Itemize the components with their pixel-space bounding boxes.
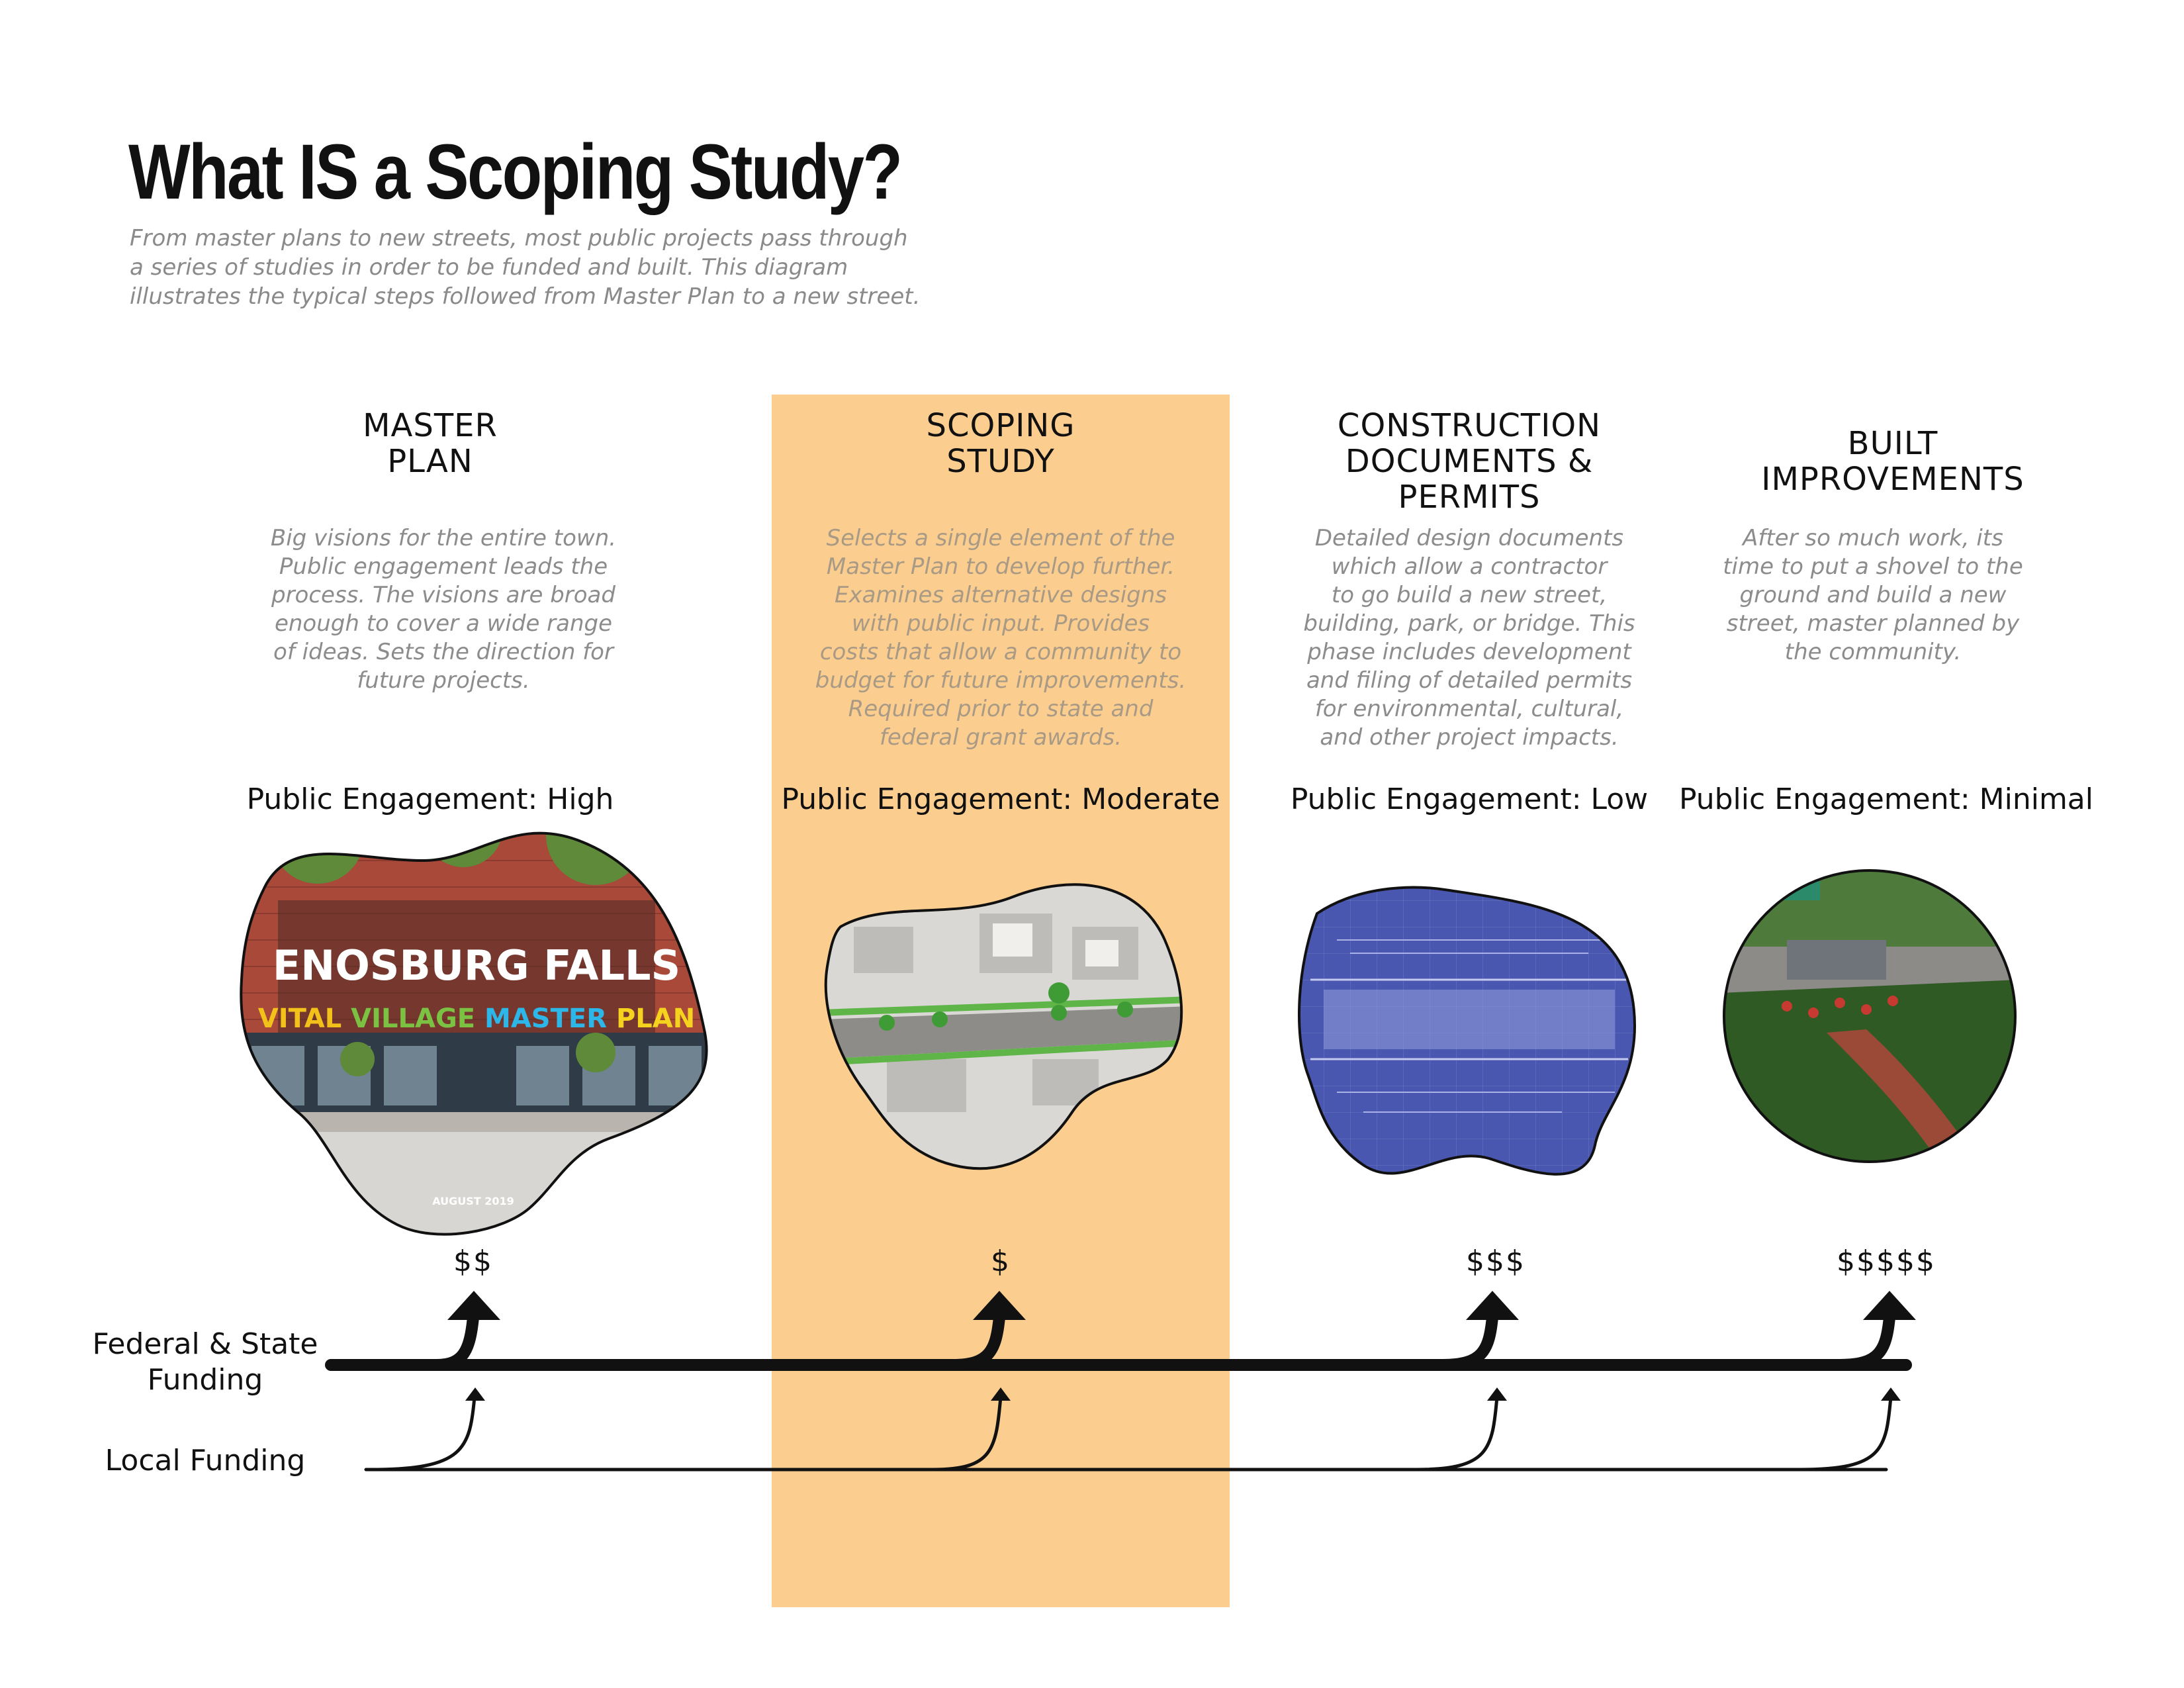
cost-master-plan: $$ bbox=[453, 1244, 493, 1278]
cost-built-improvements: $$$$$ bbox=[1837, 1244, 1936, 1278]
master-plan-image-outline bbox=[240, 831, 708, 1236]
federal-state-arrowheads bbox=[447, 1291, 1916, 1320]
engagement-level-built-improvements: Public Engagement: Minimal bbox=[1678, 782, 2093, 816]
construction-blueprint-image bbox=[1299, 887, 1635, 1174]
local-funding-arrow-built bbox=[1798, 1395, 1893, 1472]
engagement-level-master-plan: Public Engagement: High bbox=[246, 782, 614, 816]
federal-state-funding-arrows bbox=[325, 1311, 1912, 1371]
federal-state-funding-arrow-master-plan bbox=[431, 1311, 479, 1371]
master-plan-image-subtitle: VITAL VILLAGE MASTER PLAN bbox=[258, 1004, 695, 1034]
stage-heading-construction-documents: CONSTRUCTION DOCUMENTS & PERMITS bbox=[1337, 407, 1602, 516]
intro-paragraph: From master plans to new streets, most p… bbox=[130, 224, 1122, 311]
federal-state-funding-arrow-scoping-study bbox=[947, 1311, 1005, 1371]
local-funding-arrow-construction bbox=[1414, 1395, 1499, 1472]
master-plan-image-title: ENOSBURG FALLS bbox=[273, 941, 680, 990]
cost-construction-documents: $$$ bbox=[1466, 1244, 1525, 1278]
stage-description-master-plan: Big visions for the entire town.Public e… bbox=[270, 525, 617, 694]
engagement-level-scoping-study: Public Engagement: Moderate bbox=[781, 782, 1220, 816]
local-funding-arrow-scoping-study bbox=[931, 1395, 1003, 1472]
local-funding-arrowheads bbox=[465, 1387, 1901, 1401]
intro-line: a series of studies in order to be funde… bbox=[130, 254, 848, 281]
local-funding-arrow-master-plan bbox=[369, 1395, 477, 1472]
page-title: What IS a Scoping Study? bbox=[128, 128, 903, 216]
master-plan-image-date: AUGUST 2019 bbox=[432, 1195, 514, 1207]
scoping-study-image-outline bbox=[824, 883, 1183, 1170]
stage-heading-built-improvements: BUILT IMPROVEMENTS bbox=[1761, 425, 2025, 498]
master-plan-image: ENOSBURG FALLS VITAL VILLAGE MASTER PLAN… bbox=[241, 833, 707, 1235]
scoping-study-aerial-image bbox=[825, 884, 1182, 1169]
construction-image-outline bbox=[1298, 886, 1637, 1176]
built-improvements-image-outline bbox=[1723, 869, 2017, 1163]
cost-scoping-study: $ bbox=[991, 1244, 1011, 1278]
local-funding-label: Local Funding bbox=[105, 1444, 306, 1477]
stage-heading-scoping-study: SCOPING STUDY bbox=[926, 407, 1075, 480]
intro-line: From master plans to new streets, most p… bbox=[130, 225, 908, 252]
local-funding-arrows bbox=[364, 1395, 1893, 1472]
stage-heading-master-plan: MASTER PLAN bbox=[363, 407, 498, 480]
federal-state-funding-arrow-built bbox=[1834, 1311, 1895, 1371]
federal-state-funding-label: Federal & State Funding bbox=[92, 1327, 318, 1397]
engagement-level-construction-documents: Public Engagement: Low bbox=[1290, 782, 1649, 816]
federal-state-funding-arrow-construction bbox=[1437, 1311, 1498, 1371]
intro-line: illustrates the typical steps followed f… bbox=[130, 283, 921, 310]
